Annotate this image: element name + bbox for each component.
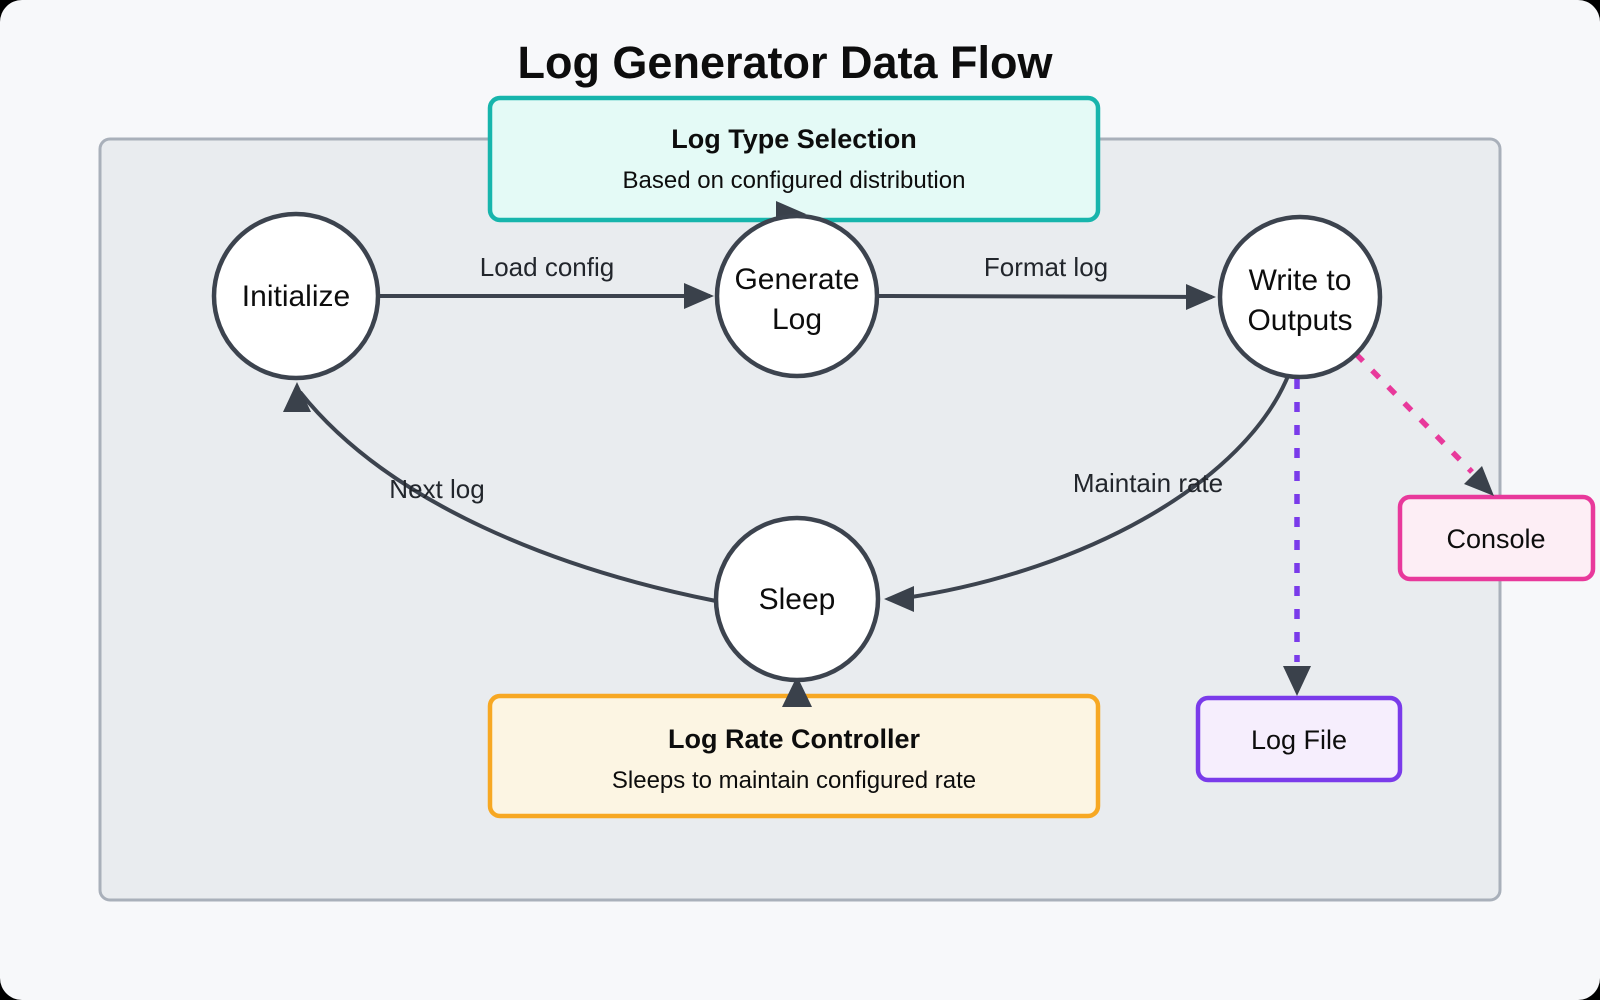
state-sleep [713, 515, 881, 683]
note-log-type-title: Log Type Selection [671, 124, 917, 154]
note-log-type-selection [487, 95, 1101, 223]
node-console-label: Console [1446, 524, 1545, 554]
arrowhead-write-icon [1186, 284, 1216, 310]
state-initialize [211, 211, 381, 381]
state-generate-log-label-line2: Log [772, 303, 822, 336]
note-log-type-subtitle: Based on configured distribution [623, 167, 966, 194]
arrowhead-rate-to-sleep-icon [782, 676, 812, 707]
note-rate-controller-subtitle: Sleeps to maintain configured rate [612, 767, 976, 794]
state-initialize-label: Initialize [242, 280, 350, 313]
edge-generate-to-write [876, 294, 1213, 299]
edge-label-load-config: Load config [480, 252, 614, 282]
edge-sleep-to-initialize [298, 390, 717, 603]
arrowhead-console-icon [1464, 466, 1494, 496]
edge-write-to-console [1354, 352, 1474, 474]
state-generate-log [714, 213, 880, 379]
edge-label-format-log: Format log [984, 252, 1108, 282]
node-console [1397, 494, 1596, 582]
state-generate-log-label-line1: Generate [734, 263, 859, 296]
page-title: Log Generator Data Flow [517, 37, 1053, 88]
edge-label-next-log: Next log [389, 474, 484, 504]
edge-write-to-sleep [904, 375, 1290, 600]
state-write-to-outputs [1217, 214, 1383, 380]
edge-label-maintain-rate: Maintain rate [1073, 468, 1223, 498]
node-log-file [1195, 695, 1403, 783]
arrowhead-log-file-icon [1283, 666, 1311, 696]
arrowhead-sleep-icon [884, 586, 914, 612]
arrowhead-initialize-icon [283, 382, 311, 412]
state-write-to-outputs-label-line2: Outputs [1247, 304, 1352, 337]
note-rate-controller-title: Log Rate Controller [668, 724, 920, 754]
arrowhead-generate-icon [684, 283, 714, 309]
note-log-rate-controller [487, 693, 1101, 819]
node-log-file-label: Log File [1251, 725, 1347, 755]
state-sleep-label: Sleep [759, 583, 836, 616]
state-write-to-outputs-label-line1: Write to [1249, 264, 1352, 297]
